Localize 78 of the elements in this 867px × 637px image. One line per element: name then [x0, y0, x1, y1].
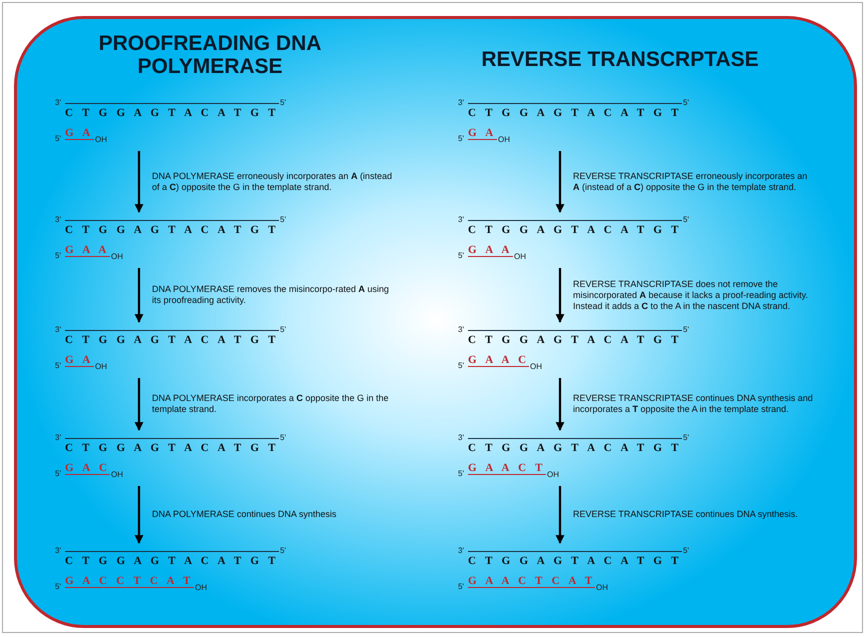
- strand-end-label: 5': [458, 251, 464, 260]
- strand-end-label: 3': [55, 546, 61, 555]
- arrow: [134, 268, 144, 323]
- hydroxyl-end-label: OH: [111, 470, 123, 479]
- strand-end-label: 3': [55, 325, 61, 334]
- strand-end-label: 3': [458, 215, 464, 224]
- strand-end-label: 5': [280, 98, 286, 107]
- template-sequence: C T G G A G T A C A T G T: [468, 330, 682, 346]
- primer-sequence: G A A C T C A T: [468, 575, 596, 588]
- strand-end-label: 3': [55, 215, 61, 224]
- strand-end-label: 3': [458, 433, 464, 442]
- template-sequence: C T G G A G T A C A T G T: [468, 220, 682, 236]
- hydroxyl-end-label: OH: [95, 362, 107, 371]
- strand-end-label: 5': [683, 546, 689, 555]
- strand-end-label: 5': [280, 215, 286, 224]
- strand-end-label: 5': [683, 433, 689, 442]
- strand-end-label: 5': [458, 361, 464, 370]
- edge-label: REVERSE TRANSCRIPTASE continues DNA synthesis and incorporates a T opposite the A in the template strand.: [573, 393, 813, 415]
- hydroxyl-end-label: OH: [111, 252, 123, 261]
- template-sequence: C T G G A G T A C A T G T: [65, 551, 279, 567]
- strand-end-label: 5': [280, 325, 286, 334]
- primer-sequence: G A A C T: [468, 462, 546, 475]
- column-heading: PROOFREADING DNA POLYMERASE: [98, 32, 322, 78]
- arrow: [134, 486, 144, 544]
- arrow: [134, 378, 144, 431]
- edge-label: REVERSE TRANSCRIPTASE continues DNA synthesis.: [573, 509, 799, 520]
- primer-sequence: G A A: [468, 244, 513, 257]
- hydroxyl-end-label: OH: [596, 583, 608, 592]
- template-sequence: C T G G A G T A C A T G T: [65, 330, 279, 346]
- hydroxyl-end-label: OH: [498, 135, 510, 144]
- template-sequence: C T G G A G T A C A T G T: [65, 220, 279, 236]
- edge-label: DNA POLYMERASE removes the misincorpo-rated A using its proofreading activity.: [152, 284, 390, 306]
- primer-sequence: G A A: [65, 244, 110, 257]
- template-sequence: C T G G A G T A C A T G T: [65, 438, 279, 454]
- primer-sequence: G A: [65, 127, 94, 140]
- hydroxyl-end-label: OH: [547, 470, 559, 479]
- hydroxyl-end-label: OH: [95, 135, 107, 144]
- arrow: [556, 378, 564, 431]
- strand-end-label: 5': [55, 251, 61, 260]
- arrow: [556, 268, 564, 323]
- strand-end-label: 5': [280, 546, 286, 555]
- strand-end-label: 3': [458, 325, 464, 334]
- template-sequence: C T G G A G T A C A T G T: [468, 438, 682, 454]
- strand-end-label: 5': [683, 215, 689, 224]
- strand-end-label: 5': [458, 134, 464, 143]
- template-sequence: C T G G A G T A C A T G T: [65, 103, 279, 119]
- hydroxyl-end-label: OH: [514, 252, 526, 261]
- hydroxyl-end-label: OH: [530, 362, 542, 371]
- strand-end-label: 3': [55, 433, 61, 442]
- edge-label: DNA POLYMERASE erroneously incorporates an A (instead of a C) opposite the G in the template strand.: [152, 170, 392, 192]
- primer-sequence: G A A C: [468, 354, 530, 367]
- edge-label: REVERSE TRANSCRIPTASE erroneously incorporates an A (instead of a C) opposite the G in the template strand.: [573, 170, 808, 192]
- edge-label: DNA POLYMERASE continues DNA synthesis: [152, 509, 338, 520]
- template-sequence: C T G G A G T A C A T G T: [468, 103, 682, 119]
- hydroxyl-end-label: OH: [195, 583, 207, 592]
- strand-end-label: 3': [458, 98, 464, 107]
- strand-end-label: 5': [458, 469, 464, 478]
- arrow: [556, 151, 564, 213]
- template-sequence: C T G G A G T A C A T G T: [468, 551, 682, 567]
- strand-end-label: 5': [683, 98, 689, 107]
- arrow: [556, 486, 564, 544]
- strand-end-label: 5': [55, 134, 61, 143]
- strand-end-label: 5': [458, 582, 464, 591]
- strand-end-label: 5': [683, 325, 689, 334]
- primer-sequence: G A C C T C A T: [65, 575, 194, 588]
- strand-end-label: 3': [458, 546, 464, 555]
- edge-label: DNA POLYMERASE incorporates a C opposite the G in the template strand.: [152, 393, 390, 415]
- column-heading: REVERSE TRANSCRPTASE: [480, 48, 760, 72]
- edge-label: REVERSE TRANSCRIPTASE does not remove the misincorporated A because it lacks a proof-reading activity. Instead it adds a C to the A in the nascent DNA strand.: [573, 278, 809, 312]
- strand-end-label: 5': [55, 361, 61, 370]
- primer-sequence: G A C: [65, 462, 110, 475]
- strand-end-label: 5': [55, 469, 61, 478]
- primer-sequence: G A: [468, 127, 497, 140]
- strand-end-label: 5': [280, 433, 286, 442]
- arrow: [134, 151, 144, 213]
- primer-sequence: G A: [65, 354, 94, 367]
- strand-end-label: 3': [55, 98, 61, 107]
- strand-end-label: 5': [55, 582, 61, 591]
